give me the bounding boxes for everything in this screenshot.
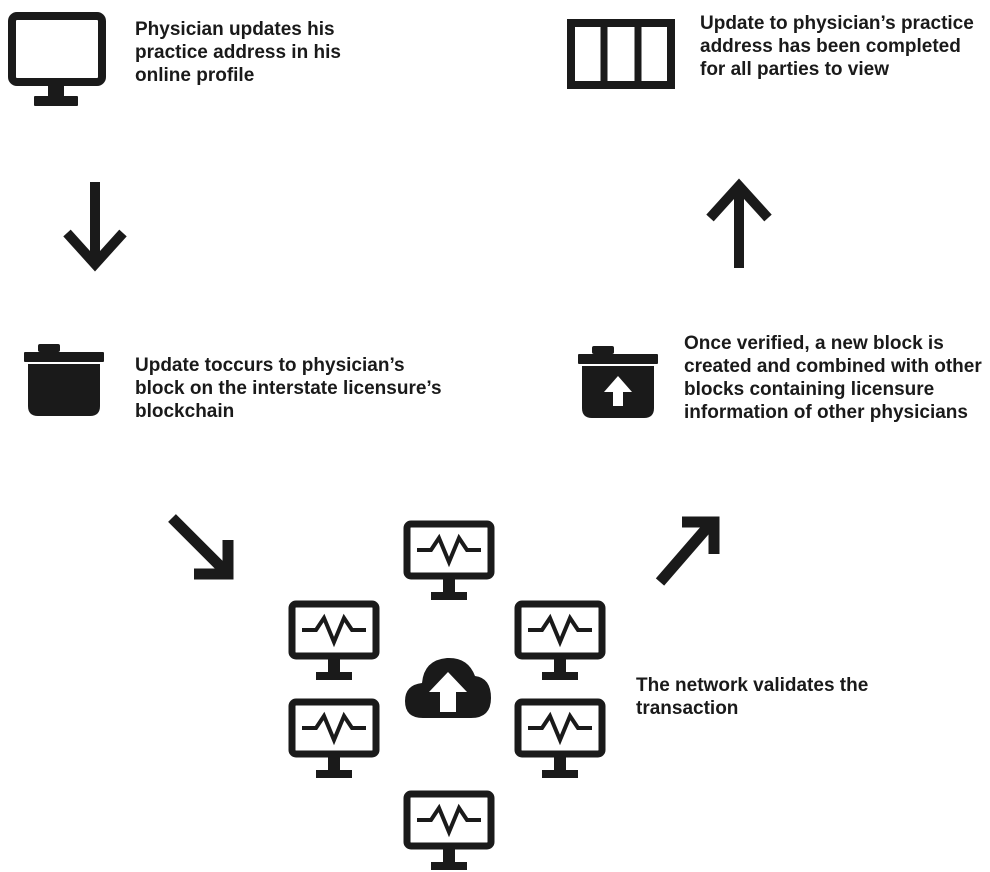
- arrow-up-right-icon: [655, 516, 720, 586]
- network-node-top: [403, 520, 495, 600]
- network-node-lower-right: [514, 698, 606, 778]
- network-node-bottom: [403, 790, 495, 870]
- arrow-down-right-icon: [168, 514, 234, 580]
- network-node-lower-left: [288, 698, 380, 778]
- monitor-icon: [8, 12, 106, 106]
- arrow-up-icon: [706, 178, 772, 268]
- step-completed-text: Update to physician’s practice address h…: [700, 13, 974, 80]
- block-container-icon: [24, 344, 104, 416]
- network-node-upper-left: [288, 600, 380, 680]
- step-new-block-text: Once verified, a new block is created an…: [684, 333, 982, 423]
- step-profile-update-text: Physician updates his practice address i…: [135, 19, 341, 86]
- step-network-validates-text: The network validates the transaction: [636, 675, 869, 719]
- ledger-columns-icon: [567, 19, 675, 89]
- network-node-upper-right: [514, 600, 606, 680]
- arrow-down-icon: [63, 182, 127, 272]
- step-block-update-text: Update toccurs to physician’s block on t…: [135, 355, 442, 422]
- block-upload-icon: [578, 346, 658, 418]
- cloud-upload-icon: [405, 657, 491, 718]
